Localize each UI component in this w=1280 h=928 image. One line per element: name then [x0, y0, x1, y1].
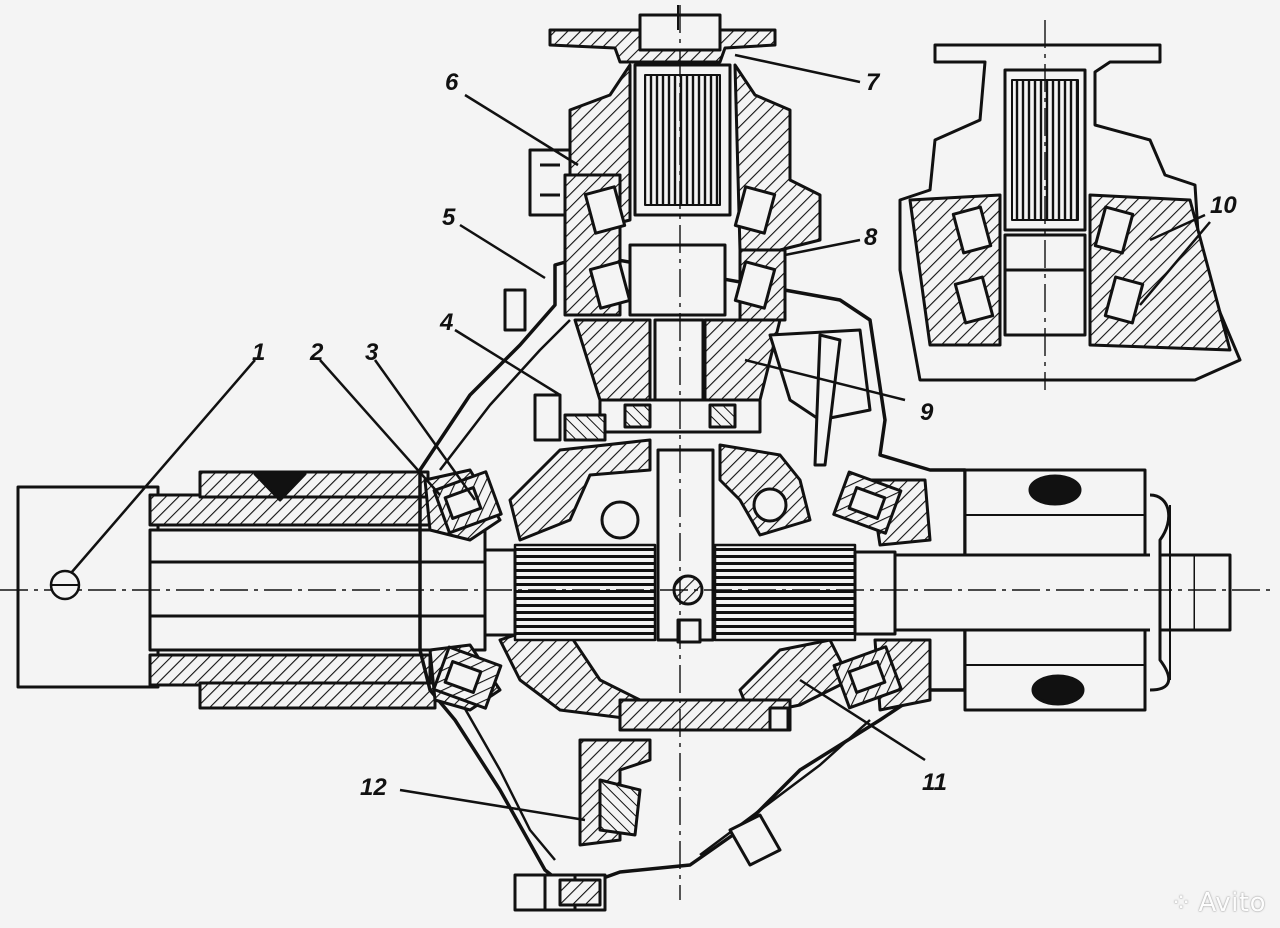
pinion-shaft-splines — [633, 63, 732, 217]
left-axle-tube — [16, 470, 437, 710]
right-half-shaft — [893, 493, 1232, 692]
leader-4 — [454, 328, 561, 397]
leader-6 — [464, 93, 579, 167]
leader-9 — [744, 358, 906, 402]
label-5: 5 — [442, 204, 456, 231]
avito-watermark: ⁘Avito — [1170, 888, 1266, 918]
label-7: 7 — [866, 69, 881, 96]
side-gear-splines — [483, 543, 897, 642]
centerlines — [0, 5, 1270, 900]
differential-case — [498, 438, 852, 722]
leader-11 — [799, 678, 926, 762]
right-differential-bearing — [832, 470, 903, 710]
leader-10a — [1149, 213, 1206, 242]
label-2: 2 — [309, 339, 324, 366]
leader-2 — [319, 359, 441, 496]
label-10: 10 — [1210, 192, 1237, 219]
leader-8 — [784, 238, 861, 257]
drain-plug-bolt — [513, 873, 607, 912]
leader-lines — [64, 53, 1211, 822]
pinion-bearings — [583, 185, 777, 317]
label-12: 12 — [360, 774, 387, 801]
watermark-text: Avito — [1198, 888, 1266, 918]
label-4: 4 — [439, 309, 453, 336]
leader-3 — [373, 359, 477, 501]
leader-7 — [734, 53, 861, 84]
ring-gear — [578, 698, 792, 847]
label-9: 9 — [920, 399, 934, 426]
label-8: 8 — [864, 224, 878, 251]
label-1: 1 — [252, 339, 265, 366]
leader-5 — [459, 223, 546, 280]
label-6: 6 — [445, 69, 459, 96]
label-11: 11 — [922, 769, 947, 796]
companion-flange — [548, 5, 777, 64]
drive-pinion-gear — [573, 318, 872, 467]
label-3: 3 — [365, 339, 379, 366]
callout-labels: 1 2 3 4 5 6 7 8 9 10 11 12 — [252, 69, 1237, 801]
leader-12 — [399, 788, 586, 822]
pinion-nut-bolts — [503, 288, 607, 442]
leader-1 — [64, 359, 256, 581]
inset-detail-pinion-bearings — [898, 43, 1242, 382]
breather-plug — [728, 813, 782, 867]
avito-logo-icon: ⁘ — [1170, 888, 1193, 918]
leader-10b — [1139, 221, 1211, 306]
differential-cross-pin — [656, 448, 715, 644]
